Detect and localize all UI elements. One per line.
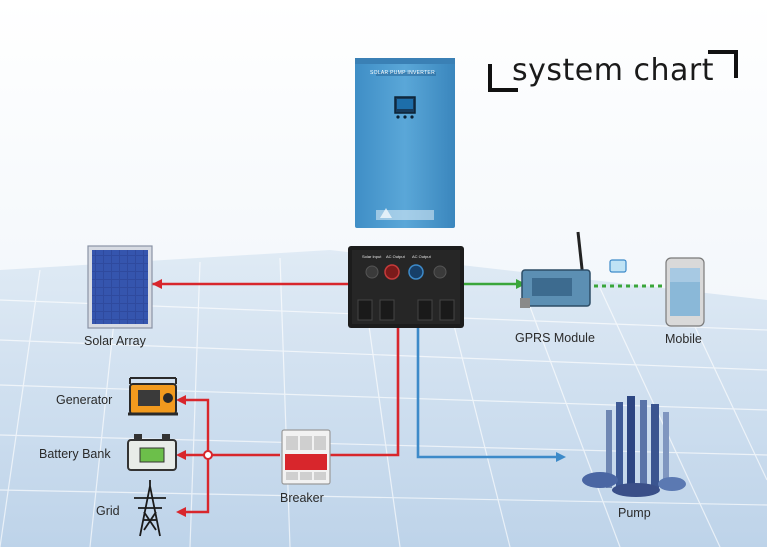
mobile-icon (666, 258, 704, 326)
label-pump: Pump (618, 506, 651, 520)
signal-icon (610, 260, 626, 272)
breaker-icon (282, 430, 330, 484)
inverter-brand-label: SOLAR PUMP INVERTER (370, 70, 435, 76)
title-box: system chart (488, 50, 738, 92)
label-battery-bank: Battery Bank (39, 447, 111, 461)
battery-bank-icon (128, 434, 176, 470)
port-label-ac-output-1: AC Output (386, 254, 405, 259)
generator-icon (128, 378, 178, 414)
inverter-body (355, 58, 455, 228)
inverter (355, 58, 455, 228)
label-solar-array: Solar Array (84, 334, 146, 348)
junction-dot (204, 451, 212, 459)
port-label-solar-input: Solar Input (362, 254, 381, 259)
label-mobile: Mobile (665, 332, 702, 346)
label-generator: Generator (56, 393, 112, 407)
solar-array-icon (88, 246, 152, 328)
label-breaker: Breaker (280, 491, 324, 505)
label-grid: Grid (96, 504, 120, 518)
label-gprs-module: GPRS Module (515, 331, 595, 345)
page-title: system chart (488, 53, 738, 88)
port-label-ac-output-2: AC Output (412, 254, 431, 259)
